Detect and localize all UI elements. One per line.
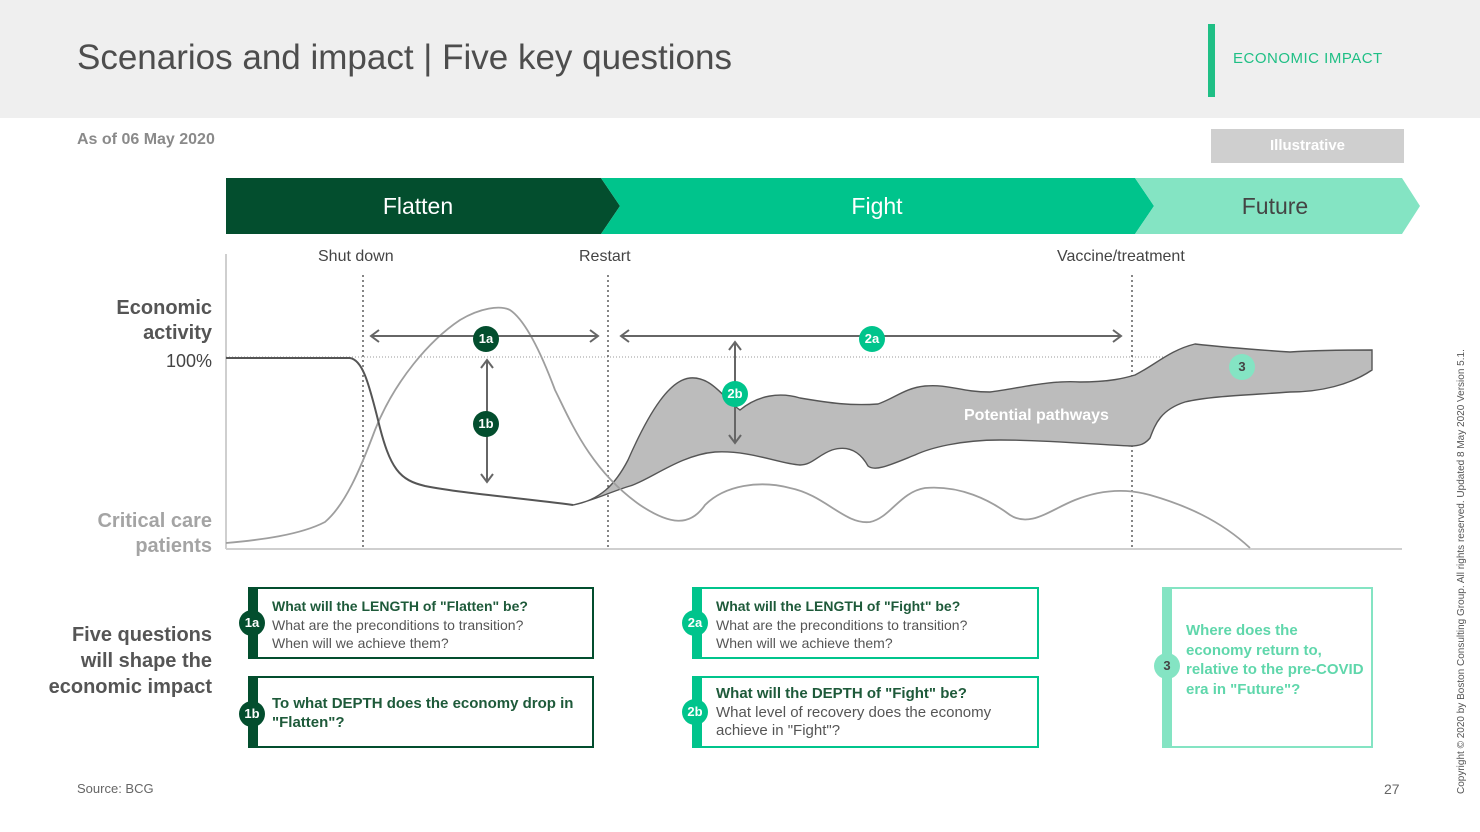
marker-1a: 1a bbox=[473, 326, 499, 352]
copyright-notice: Copyright © 2020 by Boston Consulting Gr… bbox=[1456, 349, 1467, 794]
question-1b-headline: To what DEPTH does the economy drop in "… bbox=[272, 695, 574, 731]
phase-chevron-fight bbox=[601, 178, 1154, 234]
question-2a-line-2: When will we achieve them? bbox=[716, 635, 893, 651]
question-badge-1b: 1b bbox=[239, 701, 265, 727]
five-questions-label: Five questions will shape the economic i… bbox=[48, 624, 212, 698]
hundred-percent-label: 100% bbox=[165, 351, 212, 371]
marker-2a: 2a bbox=[859, 326, 885, 352]
question-badge-2a: 2a bbox=[682, 610, 708, 636]
question-3-headline: Where does the economy return to, relati… bbox=[1186, 622, 1364, 698]
question-box-2b: What will the DEPTH of "Fight" be? What … bbox=[692, 676, 1039, 748]
question-1a-line-1: What are the preconditions to transition… bbox=[272, 616, 524, 633]
economic-activity-curve bbox=[226, 357, 574, 506]
question-badge-2b: 2b bbox=[682, 699, 708, 725]
page-number: 27 bbox=[1384, 781, 1400, 797]
phase-label-fight: Fight bbox=[851, 193, 903, 219]
economic-activity-label: Economic activity bbox=[116, 297, 212, 344]
source-note: Source: BCG bbox=[77, 781, 154, 796]
question-2a-line-1: What are the preconditions to transition… bbox=[716, 616, 968, 633]
phase-label-flatten: Flatten bbox=[382, 193, 454, 219]
potential-pathways-label: Potential pathways bbox=[964, 407, 1109, 424]
phase-label-future: Future bbox=[1241, 193, 1309, 219]
phase-chevron-future bbox=[1135, 178, 1420, 234]
marker-1b: 1b bbox=[473, 411, 499, 437]
section-tag-bar bbox=[1208, 24, 1215, 97]
question-box-2a: What will the LENGTH of "Fight" be? What… bbox=[692, 587, 1039, 659]
question-2a-headline: What will the LENGTH of "Fight" be? bbox=[716, 598, 961, 614]
question-1a-headline: What will the LENGTH of "Flatten" be? bbox=[272, 598, 528, 614]
milestone-restart: Restart bbox=[579, 248, 631, 265]
as-of-date: As of 06 May 2020 bbox=[77, 131, 215, 148]
question-badge-1a: 1a bbox=[239, 610, 265, 636]
section-tag: ECONOMIC IMPACT bbox=[1233, 50, 1383, 67]
milestone-vaccine: Vaccine/treatment bbox=[1057, 248, 1185, 265]
question-box-3: Where does the economy return to, relati… bbox=[1162, 587, 1373, 748]
question-badge-3: 3 bbox=[1154, 653, 1180, 679]
marker-2b: 2b bbox=[722, 381, 748, 407]
milestone-shutdown: Shut down bbox=[318, 248, 394, 265]
pathways-band bbox=[572, 343, 1373, 506]
question-box-1a: What will the LENGTH of "Flatten" be? Wh… bbox=[248, 587, 594, 659]
header-band: Scenarios and impact | Five key question… bbox=[0, 0, 1480, 118]
critical-care-label: Critical care patients bbox=[97, 510, 212, 557]
critical-care-curve bbox=[225, 306, 1251, 549]
question-box-1b: To what DEPTH does the economy drop in "… bbox=[248, 676, 594, 748]
question-1a-line-2: When will we achieve them? bbox=[272, 635, 449, 651]
question-2b-line-1: What level of recovery does the economy … bbox=[716, 703, 992, 740]
phase-chevron-flatten bbox=[226, 178, 620, 234]
marker-3: 3 bbox=[1229, 354, 1255, 380]
question-2b-headline: What will the DEPTH of "Fight" be? bbox=[716, 685, 967, 702]
illustrative-badge: Illustrative bbox=[1211, 129, 1404, 163]
page-title: Scenarios and impact | Five key question… bbox=[77, 38, 732, 77]
